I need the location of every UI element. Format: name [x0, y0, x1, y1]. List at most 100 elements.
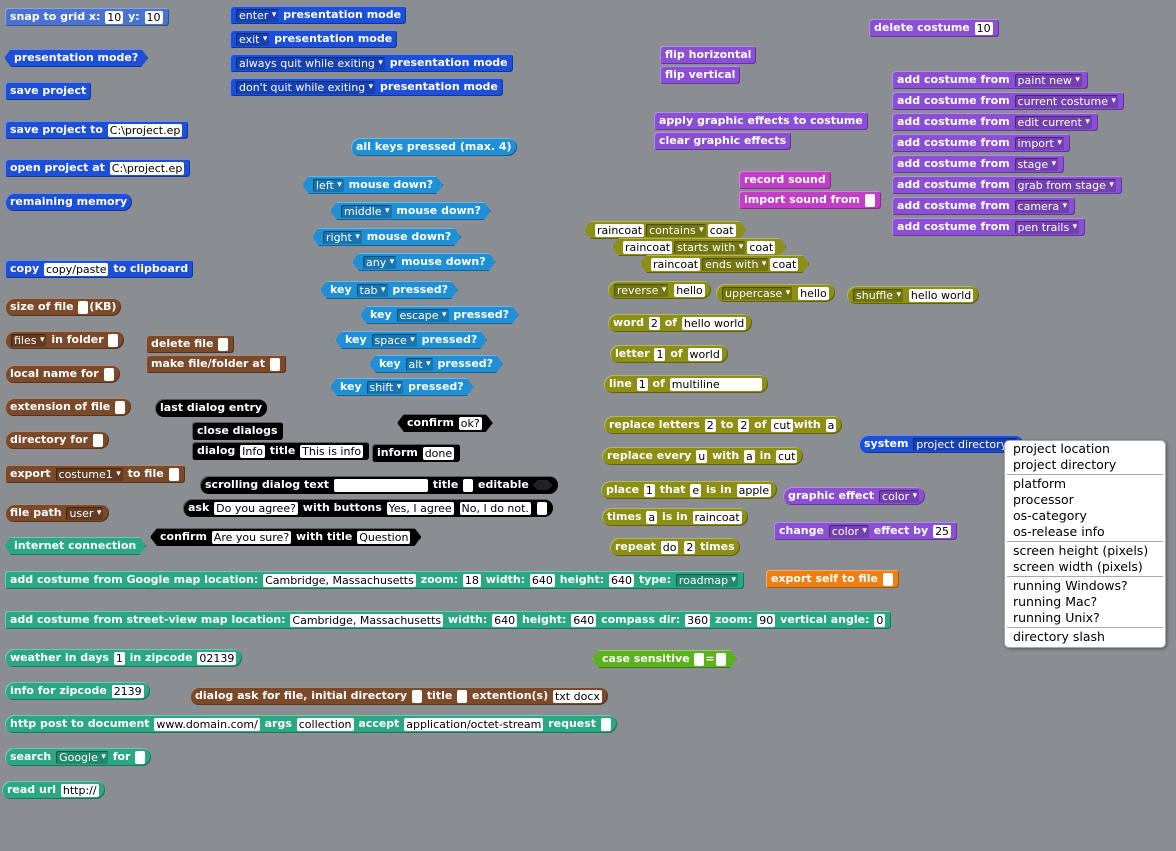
key-shift-pressed-predicate[interactable]: key shift pressed?: [330, 378, 474, 396]
open-project-at-block[interactable]: open project at C:\project.ep: [5, 159, 191, 177]
case-sensitive-predicate[interactable]: case sensitive =: [592, 650, 737, 668]
delete-file-block[interactable]: delete file: [146, 335, 235, 353]
text-input[interactable]: raincoat: [625, 240, 671, 254]
amount-input[interactable]: 25: [933, 524, 952, 538]
export-self-block[interactable]: export self to file: [766, 570, 899, 588]
editable-toggle[interactable]: [532, 480, 553, 490]
menu-item[interactable]: running Windows?: [1013, 578, 1128, 593]
location-input[interactable]: Cambridge, Massachusetts: [290, 613, 444, 627]
text-input[interactable]: raincoat: [692, 510, 742, 524]
request-input[interactable]: [600, 717, 611, 731]
path-input[interactable]: [269, 357, 280, 371]
dialog-ask-file-reporter[interactable]: dialog ask for file, initial directory t…: [190, 687, 608, 705]
add-costume-from-block[interactable]: add costume from edit current: [892, 113, 1098, 131]
replacement-input[interactable]: a: [825, 418, 837, 432]
snap-to-grid-block[interactable]: snap to grid x: 10 y: 10: [5, 8, 169, 26]
delete-costume-block[interactable]: delete costume 10: [869, 19, 999, 37]
dialog-block[interactable]: dialog Info title This is info: [192, 442, 370, 460]
confirm-with-title-predicate[interactable]: confirm Are you sure? with title Questio…: [150, 528, 421, 546]
exit-presentation-block[interactable]: exit presentation mode: [230, 30, 398, 48]
map-type-dropdown[interactable]: roadmap: [675, 573, 739, 587]
inform-text-input[interactable]: done: [422, 446, 455, 460]
mode-dropdown[interactable]: exit: [236, 32, 270, 46]
width-input[interactable]: 640: [492, 613, 518, 627]
close-dialogs-block[interactable]: close dialogs: [192, 422, 283, 440]
text-function-dropdown[interactable]: shuffle: [853, 288, 904, 302]
save-project-block[interactable]: save project: [5, 82, 92, 100]
record-sound-block[interactable]: record sound: [739, 171, 831, 189]
extension-of-file-reporter[interactable]: extension of file: [5, 398, 132, 416]
left-mouse-down-predicate[interactable]: left mouse down?: [302, 176, 443, 194]
search-reporter[interactable]: search Google for: [5, 748, 152, 766]
index-input[interactable]: 2: [648, 316, 660, 330]
height-input[interactable]: 640: [571, 613, 597, 627]
right-mouse-down-predicate[interactable]: right mouse down?: [312, 228, 461, 246]
text-input[interactable]: cut: [776, 449, 798, 463]
text-input[interactable]: do: [660, 540, 679, 554]
question-input[interactable]: Do you agree?: [214, 501, 298, 515]
street-view-costume-block[interactable]: add costume from street-view map locatio…: [5, 611, 892, 629]
replace-every-reporter[interactable]: replace every u with a in cut: [602, 447, 804, 465]
index-input[interactable]: 1: [643, 483, 655, 497]
save-project-to-block[interactable]: save project to C:\project.ep: [5, 121, 189, 139]
path-dropdown[interactable]: user: [66, 506, 104, 520]
location-input[interactable]: Cambridge, Massachusetts: [263, 573, 416, 587]
search-input[interactable]: u: [696, 449, 708, 463]
scrolling-dialog-reporter[interactable]: scrolling dialog text title editable: [200, 476, 558, 494]
add-costume-from-block[interactable]: add costume from grab from stage: [892, 176, 1122, 194]
text-input[interactable]: hello: [798, 286, 829, 300]
uppercase-reporter[interactable]: uppercase hello: [716, 284, 835, 302]
mouse-button-dropdown[interactable]: left: [313, 179, 344, 192]
menu-item[interactable]: os-release info: [1013, 524, 1105, 539]
add-costume-from-block[interactable]: add costume from current costume: [892, 92, 1125, 110]
path-input[interactable]: C:\project.ep: [109, 161, 185, 175]
weather-reporter[interactable]: weather in days 1 in zipcode 02139: [5, 649, 243, 667]
key-dropdown[interactable]: tab: [357, 284, 388, 297]
from-input[interactable]: 2: [704, 418, 716, 432]
mode-dropdown[interactable]: don't quit while exiting: [236, 80, 376, 94]
costume-source-dropdown[interactable]: edit current: [1014, 115, 1092, 129]
height-input[interactable]: 640: [609, 573, 635, 587]
costume-source-dropdown[interactable]: pen trails: [1014, 220, 1080, 234]
google-map-costume-block[interactable]: add costume from Google map location: Ca…: [5, 571, 745, 589]
menu-item[interactable]: platform: [1013, 476, 1067, 491]
costume-source-dropdown[interactable]: current costume: [1014, 94, 1119, 108]
count-input[interactable]: 2: [684, 540, 696, 554]
text-input[interactable]: cut: [771, 418, 793, 432]
files-dropdown[interactable]: files: [11, 333, 47, 347]
file-input[interactable]: [864, 193, 875, 207]
key-escape-pressed-predicate[interactable]: key escape pressed?: [360, 306, 519, 324]
days-input[interactable]: 1: [113, 651, 125, 665]
key-dropdown[interactable]: escape: [397, 309, 449, 322]
enter-presentation-block[interactable]: enter presentation mode: [230, 6, 407, 24]
line-of-reporter[interactable]: line 1 of multiline: [604, 375, 768, 393]
file-input[interactable]: [115, 400, 126, 414]
always-quit-presentation-block[interactable]: always quit while exiting presentation m…: [230, 54, 513, 72]
add-costume-from-block[interactable]: add costume from paint new: [892, 71, 1088, 89]
index-input[interactable]: 1: [654, 347, 666, 361]
file-input[interactable]: [78, 300, 89, 314]
add-costume-from-block[interactable]: add costume from import: [892, 134, 1070, 152]
add-costume-from-block[interactable]: add costume from camera: [892, 197, 1076, 215]
flip-vertical-block[interactable]: flip vertical: [660, 66, 741, 84]
system-reporter[interactable]: system project directory: [859, 435, 1024, 453]
index-input[interactable]: 1: [636, 377, 648, 391]
menu-item[interactable]: processor: [1013, 492, 1074, 507]
char-input[interactable]: a: [646, 510, 658, 524]
file-input[interactable]: [92, 433, 103, 447]
text-input[interactable]: hello world: [681, 316, 747, 330]
middle-mouse-down-predicate[interactable]: middle mouse down?: [330, 202, 491, 220]
char-input[interactable]: e: [690, 483, 702, 497]
internet-connection-predicate[interactable]: internet connection: [4, 537, 146, 555]
costume-source-dropdown[interactable]: grab from stage: [1014, 178, 1116, 192]
export-to-file-block[interactable]: export costume1 to file: [5, 465, 185, 483]
local-name-reporter[interactable]: local name for: [5, 365, 120, 383]
snap-x-input[interactable]: 10: [105, 10, 124, 24]
extensions-input[interactable]: txt docx: [552, 689, 602, 703]
flip-horizontal-block[interactable]: flip horizontal: [660, 46, 757, 64]
effect-dropdown[interactable]: color: [879, 489, 920, 503]
compare-dropdown[interactable]: starts with: [674, 241, 745, 254]
read-url-reporter[interactable]: read url http://: [2, 781, 105, 799]
zipcode-input[interactable]: 2139: [111, 684, 144, 698]
make-file-folder-block[interactable]: make file/folder at: [146, 355, 286, 373]
